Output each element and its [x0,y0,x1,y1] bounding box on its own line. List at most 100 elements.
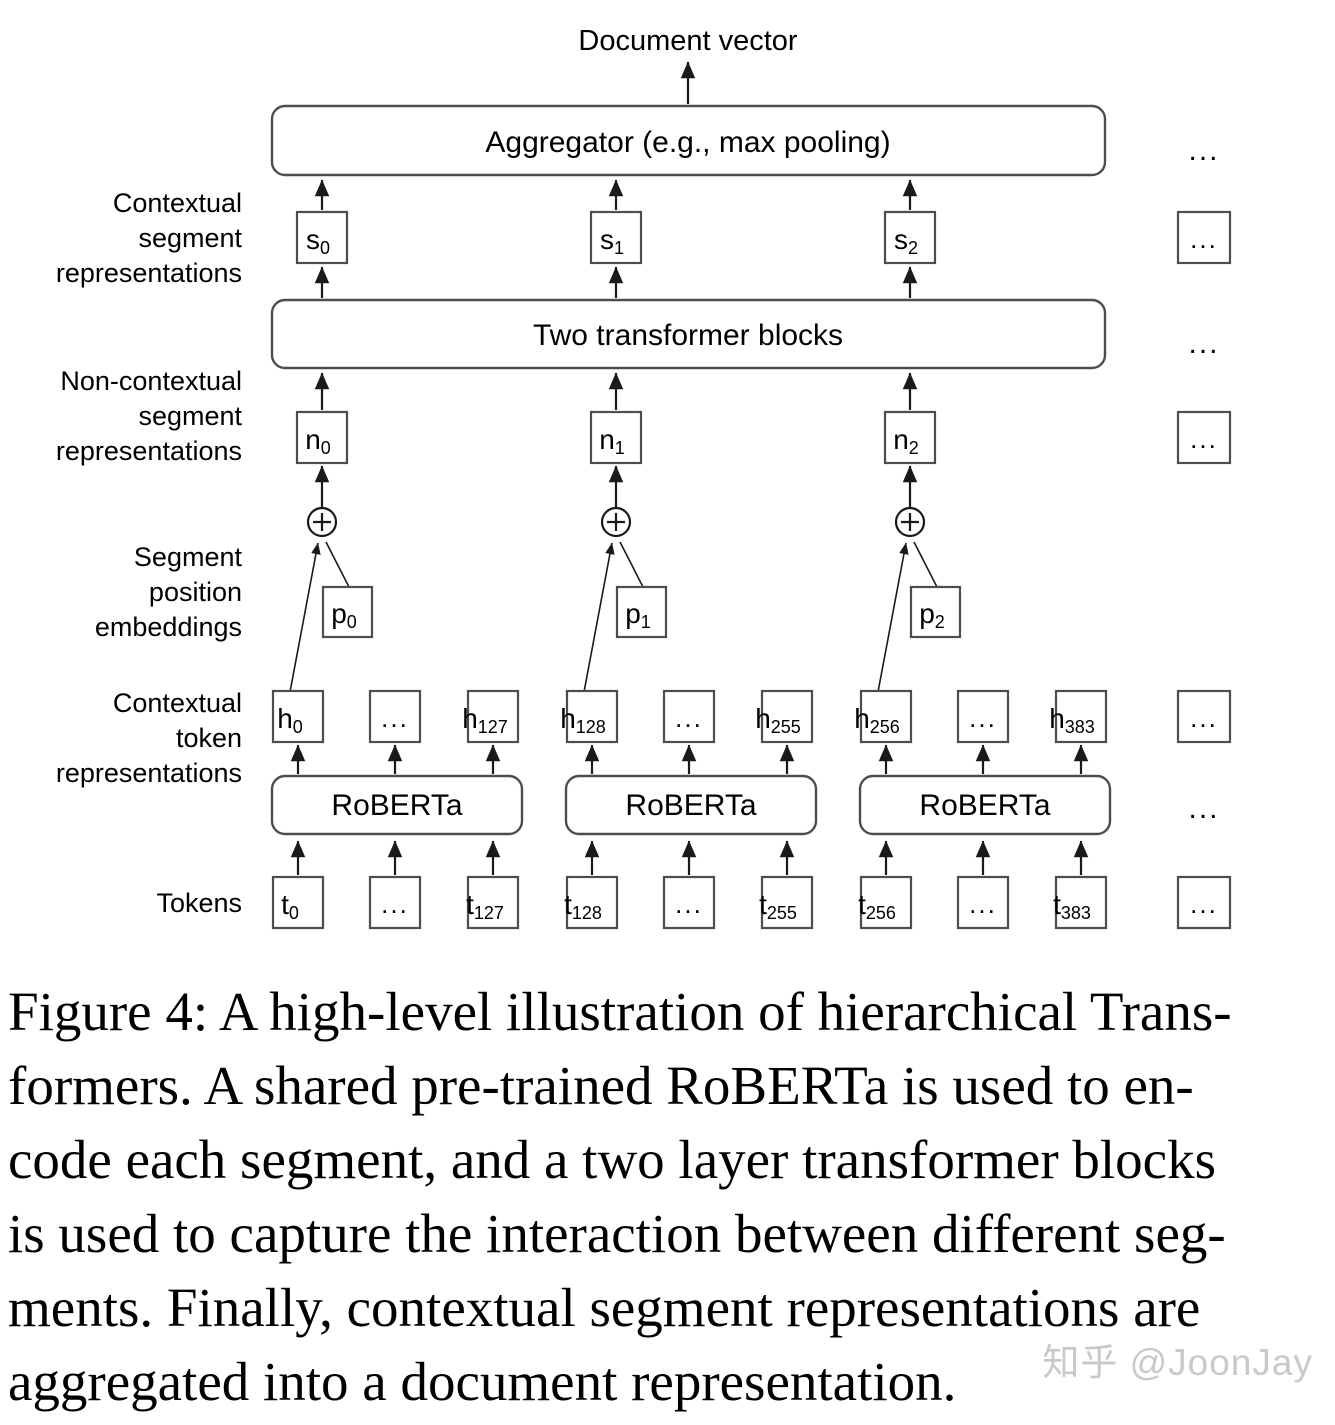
n1-box[interactable] [589,410,643,465]
s1-box[interactable] [589,210,643,265]
aggregator-box[interactable] [270,104,1107,177]
token-t128[interactable]: t128 [564,875,619,930]
p2-box[interactable] [909,585,962,639]
p0-to-plus0-line [325,541,350,588]
segment-rep-s2[interactable]: s2 [883,210,937,265]
roberta-label-1: RoBERTa [331,789,462,822]
svg-text:Contextual: Contextual [113,188,242,218]
svg-text:Non-contextual: Non-contextual [60,366,242,396]
segment-rep-s0[interactable]: s0 [295,210,349,265]
transformer-block[interactable]: Two transformer blocks [270,298,1107,370]
row-label-contextual-token: Contextual token representations [56,688,242,788]
h255-box[interactable] [760,689,814,744]
h383-box[interactable] [1054,689,1108,744]
transformer-box[interactable] [270,298,1107,370]
h-ellipsis-box-g3 [956,689,1010,744]
h128-to-plus1-arrow [583,542,615,693]
token-rep-ellipsis-trailing: ... [1176,689,1232,744]
h0-label: h0 [277,703,303,737]
svg-text:Segment: Segment [134,542,243,572]
transformer-label: Two transformer blocks [533,319,843,352]
t-ellipsis-box-g3 [956,875,1010,930]
t255-label: t255 [759,889,797,923]
s2-box[interactable] [883,210,937,265]
s-ellipsis-label: ... [1190,224,1218,254]
t127-box[interactable] [466,875,520,930]
sum-node-0 [306,506,338,538]
position-embedding-p1[interactable]: p1 [615,585,668,639]
n2-label: n2 [893,424,919,458]
watermark-label: 知乎 @JoonJay [1042,1342,1313,1383]
t383-box[interactable] [1054,875,1108,930]
n0-box[interactable] [295,410,349,465]
t-ellipsis-label-g3: ... [969,889,997,919]
position-embedding-p0[interactable]: p0 [321,585,374,639]
n1-label: n1 [599,424,625,458]
t256-box[interactable] [859,875,913,930]
p0-box[interactable] [321,585,374,639]
h256-box[interactable] [859,689,913,744]
t-ellipsis-label-g1: ... [381,889,409,919]
encoder-roberta-3[interactable]: RoBERTa [858,774,1112,836]
n-ellipsis-box [1176,410,1232,465]
row-label-non-contextual-segment: Non-contextual segment representations [56,366,243,466]
token-t127[interactable]: t127 [466,875,520,930]
s0-box[interactable] [295,210,349,265]
svg-text:representations: representations [56,436,242,466]
token-rep-h255[interactable]: h255 [755,689,814,744]
row-label-segment-position-embeddings: Segment position embeddings [95,542,243,642]
token-ellipsis-trailing: ... [1176,875,1232,930]
aggregator-block[interactable]: Aggregator (e.g., max pooling) [270,104,1107,177]
n2-box[interactable] [883,410,937,465]
token-rep-h127[interactable]: h127 [462,689,520,744]
token-rep-h256[interactable]: h256 [854,689,913,744]
h128-box[interactable] [565,689,619,744]
noncontextual-rep-n2[interactable]: n2 [883,410,937,465]
token-t0[interactable]: t0 [271,875,325,930]
token-rep-ellipsis-g3: ... [956,689,1010,744]
p0-label: p0 [331,598,357,632]
sum-node-2 [894,506,926,538]
roberta-box-2[interactable] [564,774,818,836]
row-label-contextual-segment: Contextual segment representations [56,188,243,288]
svg-text:segment: segment [138,223,242,253]
encoder-roberta-2[interactable]: RoBERTa [564,774,818,836]
token-t255[interactable]: t255 [759,875,814,930]
noncontextual-rep-n1[interactable]: n1 [589,410,643,465]
t0-label: t0 [281,889,299,923]
token-t383[interactable]: t383 [1053,875,1108,930]
token-t256[interactable]: t256 [858,875,913,930]
h127-box[interactable] [466,689,520,744]
document-vector-label: Document vector [578,25,798,57]
t0-box[interactable] [271,875,325,930]
segment-rep-s1[interactable]: s1 [589,210,643,265]
row-label-tokens: Tokens [156,888,242,918]
t128-box[interactable] [565,875,619,930]
h-ellipsis-label-trailing: ... [1190,703,1218,733]
h0-box[interactable] [271,689,325,744]
p1-box[interactable] [615,585,668,639]
encoder-roberta-1[interactable]: RoBERTa [270,774,524,836]
roberta-box-3[interactable] [858,774,1112,836]
h-ellipsis-label-g3: ... [969,703,997,733]
position-embedding-p2[interactable]: p2 [909,585,962,639]
figure-caption: Figure 4: A high-level illustration of h… [0,975,1335,1419]
h-ellipsis-box-g1 [368,689,422,744]
token-rep-h128[interactable]: h128 [560,689,619,744]
roberta-box-1[interactable] [270,774,524,836]
p1-to-plus1-line [619,541,644,588]
svg-text:token: token [176,723,242,753]
token-rep-h0[interactable]: h0 [271,689,325,744]
sum-node-1 [600,506,632,538]
h-ellipsis-label-g1: ... [381,703,409,733]
aggregator-row-ellipsis: ... [1188,134,1219,167]
t255-box[interactable] [760,875,814,930]
h256-label: h256 [854,703,900,737]
t128-label: t128 [564,889,602,923]
t-ellipsis-label-g2: ... [675,889,703,919]
roberta-label-3: RoBERTa [919,789,1050,822]
token-rep-h383[interactable]: h383 [1049,689,1108,744]
roberta-label-2: RoBERTa [625,789,756,822]
noncontextual-rep-n0[interactable]: n0 [295,410,349,465]
